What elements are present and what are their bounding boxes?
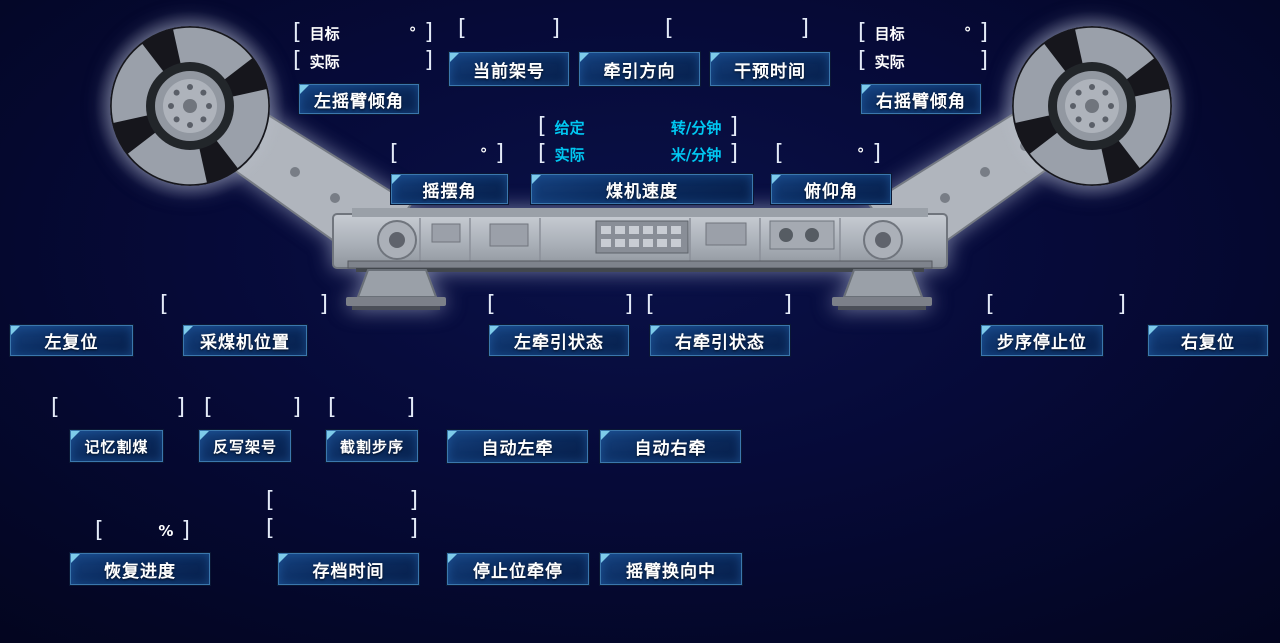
archive-time-button[interactable]: 存档时间 xyxy=(278,553,419,585)
bracket-close: ] xyxy=(551,16,560,41)
recovery-progress-button[interactable]: 恢复进度 xyxy=(70,553,210,585)
degree-unit: ° xyxy=(408,24,417,42)
bracket-close: ] xyxy=(624,292,633,317)
bracket-open: [ xyxy=(538,114,547,139)
left-rocker-target-display: [ 目标 ° ] xyxy=(293,20,433,46)
speed-actual-display: [ 实际 米/分钟 ] xyxy=(538,141,738,167)
bracket-close: ] xyxy=(979,48,988,73)
bracket-close: ] xyxy=(979,20,988,45)
degree-unit: ° xyxy=(963,24,972,42)
right-reset-button[interactable]: 右复位 xyxy=(1148,325,1268,356)
machine-position-display: [ ] xyxy=(160,292,328,318)
auto-right-traction-button[interactable]: 自动右牵 xyxy=(600,430,741,463)
actual-label: 实际 xyxy=(554,145,585,164)
cutting-step-button[interactable]: 截割步序 xyxy=(326,430,418,462)
target-label: 目标 xyxy=(309,24,340,43)
mpm-unit-label: 米/分钟 xyxy=(670,145,722,164)
traction-time-display: [ ] xyxy=(665,16,809,42)
percent-unit: % xyxy=(158,522,174,540)
left-rocker-actual-display: [ 实际 ] xyxy=(293,48,433,74)
given-label: 给定 xyxy=(554,118,585,137)
bracket-open: [ xyxy=(266,488,275,513)
rocker-reversing-button[interactable]: 摇臂换向中 xyxy=(600,553,742,585)
right-rocker-actual-display: [ 实际 ] xyxy=(858,48,988,74)
bracket-open: [ xyxy=(160,292,169,317)
actual-label: 实际 xyxy=(309,52,340,71)
bracket-open: [ xyxy=(266,516,275,541)
current-frame-button[interactable]: 当前架号 xyxy=(449,52,569,86)
bracket-close: ] xyxy=(424,20,433,45)
bracket-open: [ xyxy=(665,16,674,41)
bracket-open: [ xyxy=(390,141,399,166)
bracket-close: ] xyxy=(406,395,415,420)
reverse-frame-display: [ ] xyxy=(204,395,301,421)
bracket-open: [ xyxy=(293,48,302,73)
degree-unit: ° xyxy=(479,145,488,163)
left-traction-status-button[interactable]: 左牵引状态 xyxy=(489,325,629,356)
bracket-close: ] xyxy=(495,141,504,166)
bracket-open: [ xyxy=(458,16,467,41)
bracket-close: ] xyxy=(729,114,738,139)
bracket-close: ] xyxy=(783,292,792,317)
rpm-unit-label: 转/分钟 xyxy=(670,118,722,137)
right-traction-status-button[interactable]: 右牵引状态 xyxy=(650,325,790,356)
machine-position-button[interactable]: 采煤机位置 xyxy=(183,325,307,356)
step-stop-position-button[interactable]: 步序停止位 xyxy=(981,325,1103,356)
swing-angle-button[interactable]: 摇摆角 xyxy=(391,174,508,204)
traction-direction-button[interactable]: 牵引方向 xyxy=(579,52,700,86)
step-stop-display: [ ] xyxy=(986,292,1126,318)
bracket-close: ] xyxy=(800,16,809,41)
bracket-open: [ xyxy=(487,292,496,317)
left-rocker-tilt-button[interactable]: 左摇臂倾角 xyxy=(299,84,419,114)
bracket-open: [ xyxy=(204,395,213,420)
speed-given-display: [ 给定 转/分钟 ] xyxy=(538,114,738,140)
bracket-open: [ xyxy=(858,20,867,45)
bracket-close: ] xyxy=(1117,292,1126,317)
archive-time-display-2: [ ] xyxy=(266,516,418,542)
memory-cutting-button[interactable]: 记忆割煤 xyxy=(70,430,163,462)
bracket-open: [ xyxy=(328,395,337,420)
bracket-open: [ xyxy=(986,292,995,317)
bracket-close: ] xyxy=(176,395,185,420)
pitch-angle-display: [ ° ] xyxy=(775,141,881,167)
left-reset-button[interactable]: 左复位 xyxy=(10,325,133,356)
degree-unit: ° xyxy=(856,145,865,163)
bracket-open: [ xyxy=(51,395,60,420)
reverse-frame-button[interactable]: 反写架号 xyxy=(199,430,291,462)
archive-time-display-1: [ ] xyxy=(266,488,418,514)
bracket-close: ] xyxy=(409,488,418,513)
current-frame-display: [ ] xyxy=(458,16,560,42)
machine-speed-button[interactable]: 煤机速度 xyxy=(531,174,753,204)
bracket-open: [ xyxy=(95,518,104,543)
bracket-close: ] xyxy=(292,395,301,420)
bracket-close: ] xyxy=(872,141,881,166)
pitch-angle-button[interactable]: 俯仰角 xyxy=(771,174,891,204)
bracket-close: ] xyxy=(319,292,328,317)
bracket-open: [ xyxy=(646,292,655,317)
recovery-progress-display: [ % ] xyxy=(95,518,190,544)
bracket-close: ] xyxy=(181,518,190,543)
cutting-step-display: [ ] xyxy=(328,395,415,421)
target-label: 目标 xyxy=(874,24,905,43)
right-traction-display: [ ] xyxy=(646,292,792,318)
right-rocker-tilt-button[interactable]: 右摇臂倾角 xyxy=(861,84,981,114)
bracket-open: [ xyxy=(775,141,784,166)
actual-label: 实际 xyxy=(874,52,905,71)
memory-cutting-display: [ ] xyxy=(51,395,185,421)
bracket-open: [ xyxy=(538,141,547,166)
left-traction-display: [ ] xyxy=(487,292,633,318)
bracket-close: ] xyxy=(729,141,738,166)
right-rocker-target-display: [ 目标 ° ] xyxy=(858,20,988,46)
bracket-close: ] xyxy=(409,516,418,541)
auto-left-traction-button[interactable]: 自动左牵 xyxy=(447,430,588,463)
bracket-close: ] xyxy=(424,48,433,73)
swing-angle-display: [ ° ] xyxy=(390,141,504,167)
bracket-open: [ xyxy=(858,48,867,73)
intervention-time-button[interactable]: 干预时间 xyxy=(710,52,830,86)
bracket-open: [ xyxy=(293,20,302,45)
stop-position-traction-button[interactable]: 停止位牵停 xyxy=(447,553,589,585)
